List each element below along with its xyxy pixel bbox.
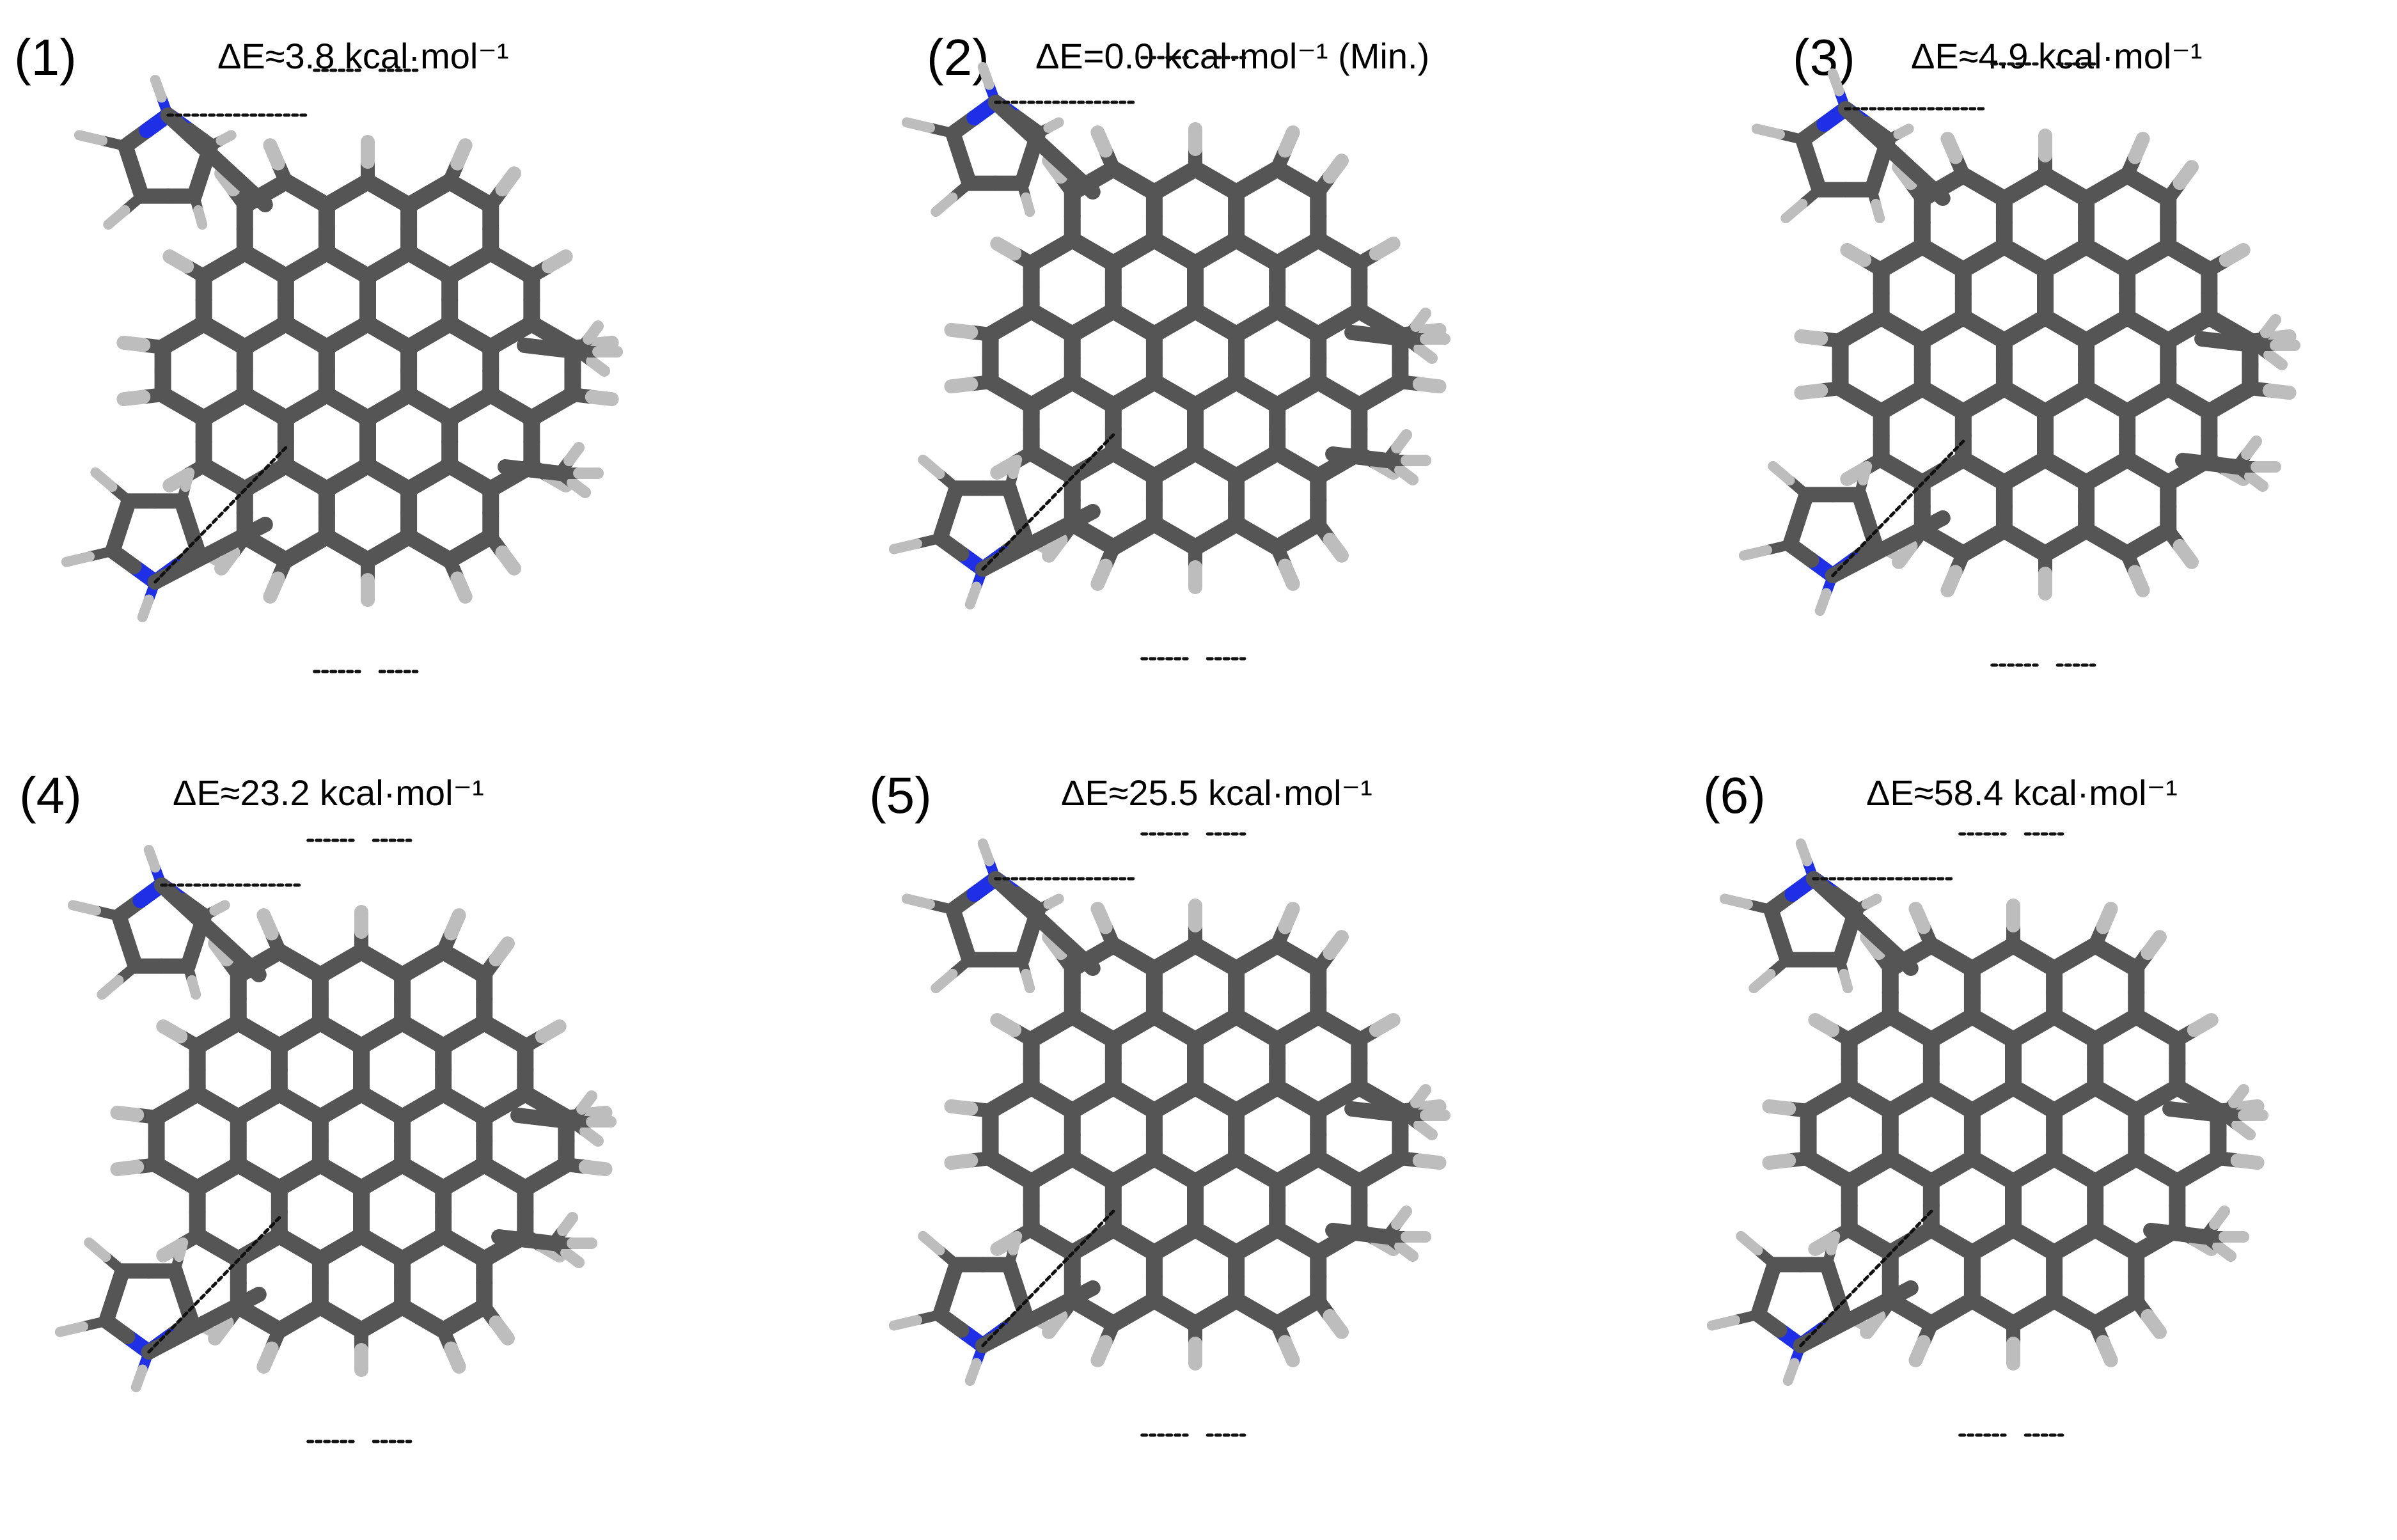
bond-network [1738, 62, 2301, 667]
molecule-structure [888, 832, 1451, 1437]
bond-network [888, 832, 1451, 1437]
molecule-structure [61, 68, 624, 673]
panel-label: (4) [19, 767, 82, 824]
energy-label: ΔE≈4.9 kcal·mol⁻¹ [1911, 36, 2203, 76]
bond-network [1706, 832, 2269, 1437]
panel-label: (1) [14, 29, 77, 86]
molecule-structure [1738, 62, 2301, 667]
molecule-structure [1706, 832, 2269, 1437]
bond-network [54, 838, 617, 1443]
panel-3: (3) ΔE≈4.9 kcal·mol⁻¹ [1598, 0, 2396, 770]
panel-4: (4) ΔE≈23.2 kcal·mol⁻¹ [0, 770, 799, 1540]
molecule-structure [888, 56, 1451, 661]
panel-2: (2) ΔE=0.0 kcal·mol⁻¹ (Min.) [799, 0, 1598, 770]
energy-label: ΔE≈25.5 kcal·mol⁻¹ [1061, 773, 1372, 813]
panel-label: (5) [869, 767, 932, 824]
energy-label: ΔE≈3.8 kcal·mol⁻¹ [217, 36, 509, 76]
energy-label: ΔE≈58.4 kcal·mol⁻¹ [1866, 773, 2178, 813]
panel-label: (2) [927, 29, 989, 86]
molecule-structure [54, 838, 617, 1443]
panel-6: (6) ΔE≈58.4 kcal·mol⁻¹ [1598, 770, 2396, 1540]
panel-label: (6) [1703, 767, 1766, 824]
energy-label: ΔE=0.0 kcal·mol⁻¹ (Min.) [1035, 36, 1430, 76]
bond-network [61, 68, 624, 673]
bond-network [888, 56, 1451, 661]
panel-5: (5) ΔE≈25.5 kcal·mol⁻¹ [799, 770, 1598, 1540]
panel-label: (3) [1793, 29, 1855, 86]
panel-1: (1) ΔE≈3.8 kcal·mol⁻¹ [0, 0, 799, 770]
energy-label: ΔE≈23.2 kcal·mol⁻¹ [173, 773, 484, 813]
